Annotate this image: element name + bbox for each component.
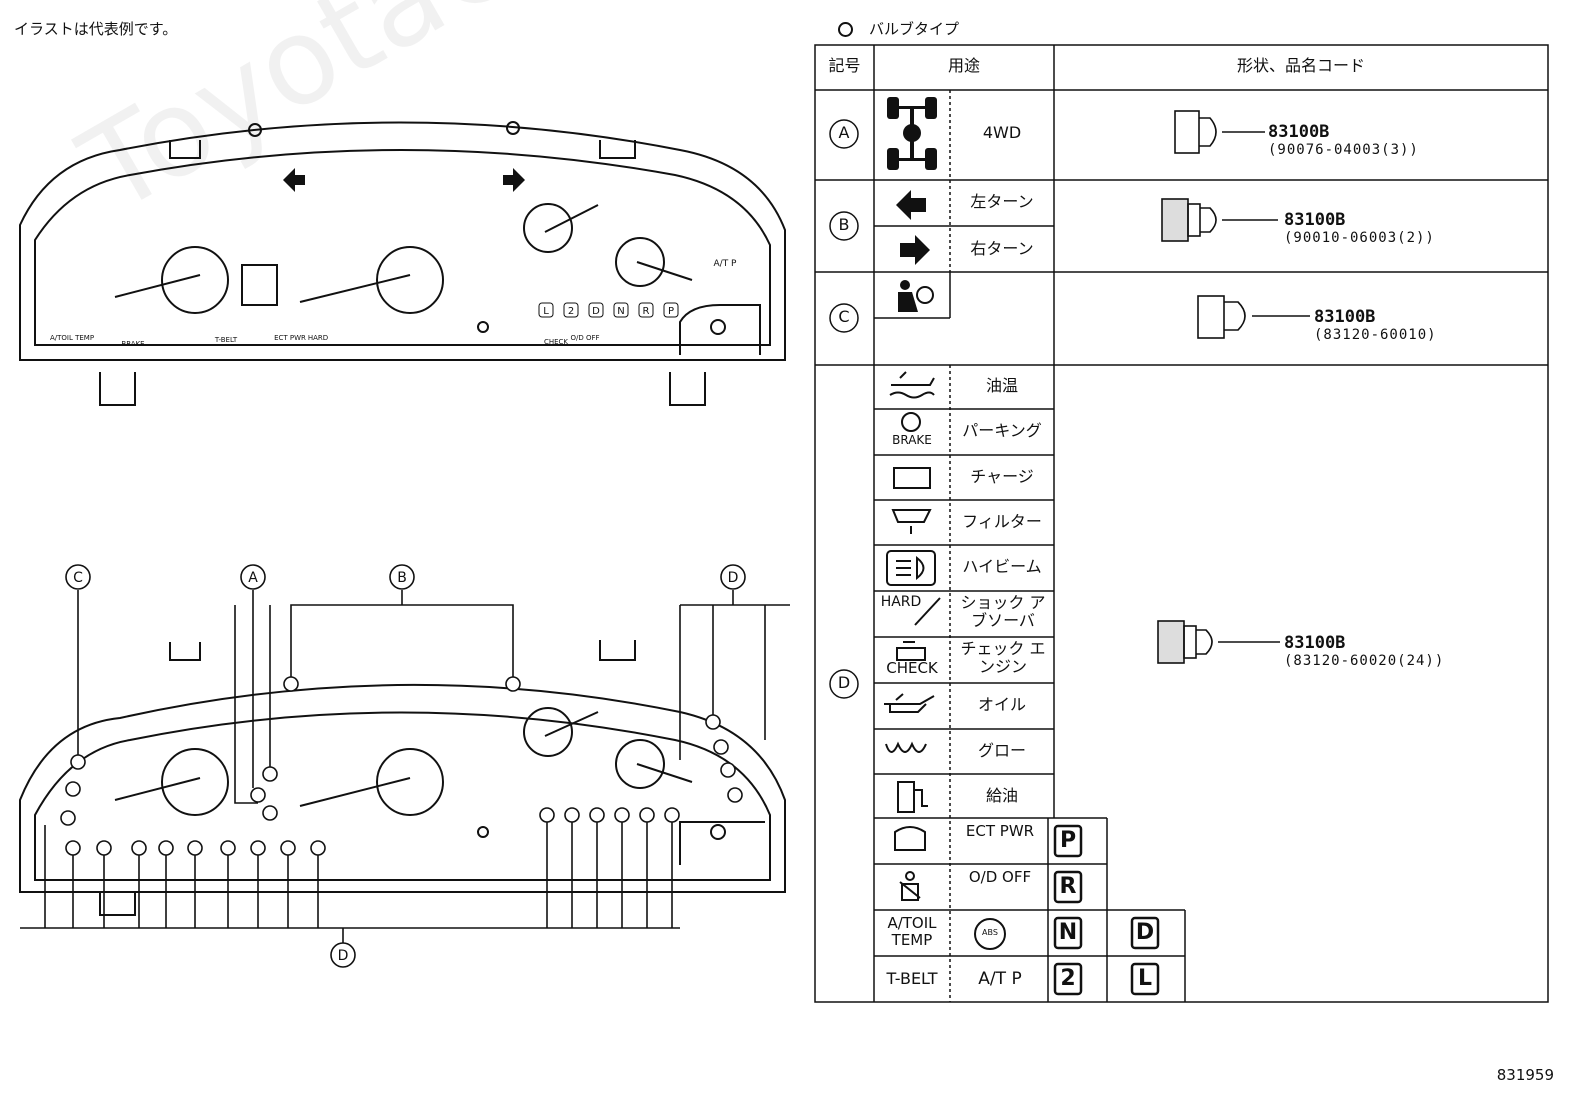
table-title: バルブタイプ [838,18,959,39]
part-code-b: 83100B(90010-06003(2)) [1284,210,1435,246]
leader-lines [20,590,790,943]
use-right-turn: 右ターン [970,239,1034,258]
bulb-a-icon [1174,110,1265,154]
brake-label: BRAKE [121,340,144,348]
od-off-label: O/D OFF [570,334,599,342]
bulb-b-icon [1161,198,1278,242]
ring-icon [838,22,853,37]
top-cluster-outline [19,121,786,361]
header-symbol: 記号 [828,56,861,75]
symbol-a: A [838,123,850,142]
t-belt-label: T-BELT [214,336,238,344]
cell-t-belt: T-BELT [886,969,938,988]
callout-D-bottom: D [338,948,349,964]
symbol-b: B [838,215,850,234]
use-parking: パーキング [962,421,1042,440]
gear-N: N [617,306,624,317]
hard-label: HARD [308,334,328,342]
diagram-number: 831959 [1496,1066,1554,1084]
header-part: 形状、品名コード [1236,56,1365,75]
symbol-c: C [838,307,850,326]
glow-plug-icon [885,741,927,753]
parking-brake-icon [901,412,921,432]
fuel-pump-icon [897,781,928,813]
check-engine-icon [896,641,926,661]
cell-od-off: O/D OFF [968,868,1032,886]
top-gauge-fuel [523,203,599,253]
top-gauge-temp [615,237,693,287]
header-use: 用途 [947,56,980,75]
icon-text-brake: BRAKE [892,433,932,447]
use-high-beam: ハイビーム [962,557,1042,576]
gear-n-cell: N [1058,920,1078,945]
cluster-diagram: L 2 D N R P A/T P A/TOIL TEMP BRAKE T-BE… [19,121,790,968]
gear-D: D [592,306,600,317]
callout-B: B [397,570,407,586]
callout-C: C [73,570,83,586]
left-turn-arrow [283,168,305,192]
gear-l-cell: L [1137,966,1153,991]
use-fuel: 給油 [985,786,1018,805]
gear-R: R [643,306,650,317]
seatbelt-icon [899,871,921,901]
gear-2: 2 [568,306,574,317]
left-turn-icon [896,190,926,220]
door-icon [894,826,926,851]
bulb-markers [60,676,743,856]
ect-pwr-label: ECT PWR [274,334,306,342]
right-turn-icon [900,235,930,265]
oil-temp-icon [889,371,935,399]
use-glow: グロー [977,741,1026,760]
top-gauge-speed [299,246,444,314]
atp-label: A/T P [714,259,738,269]
use-oil-temp: 油温 [985,376,1018,395]
gear-2-cell: 2 [1060,966,1076,991]
airbag-icon [898,280,934,312]
check-label: CHECK [544,338,568,346]
use-4wd: 4WD [982,123,1022,142]
icon-text-check: CHECK [886,659,938,677]
use-shock-absorber: ショック アブソーバ [960,593,1046,631]
cell-atp: A/T P [978,969,1022,989]
4wd-icon [887,97,937,170]
note: イラストは代表例です。 [14,20,178,38]
part-code-d: 83100B(83120-60020(24)) [1284,633,1445,669]
gear-r-cell: R [1059,874,1077,899]
part-code-a: 83100B(90076-04003(3)) [1268,122,1419,158]
callout-D-top: D [728,570,739,586]
use-check-engine: チェック エンジン [960,639,1046,677]
use-oil: オイル [977,695,1026,714]
gear-p-cell: P [1059,828,1077,853]
cell-at-oil-temp: A/TOIL TEMP [887,914,937,950]
filter-icon [891,509,932,534]
bulb-c-icon [1197,295,1310,339]
gear-d-cell: D [1135,920,1155,945]
icon-text-hard: HARD [880,594,922,610]
symbol-d: D [837,673,851,692]
cell-ect-pwr: ECT PWR [965,822,1035,840]
bottom-cluster-outline [19,683,786,893]
right-turn-arrow [503,168,525,192]
top-gauge-tach [114,246,229,314]
high-beam-icon [886,550,936,586]
at-oil-temp-label: A/TOIL TEMP [50,334,94,342]
use-filter: フィルター [962,512,1042,531]
bulb-d-icon [1157,620,1280,664]
gear-P: P [668,306,674,317]
icon-text-abs: ABS [982,928,998,937]
callout-A: A [248,570,258,586]
part-code-c: 83100B(83120-60010) [1314,307,1437,343]
use-left-turn: 左ターン [970,192,1034,211]
abs-icon [974,918,1006,950]
battery-icon [893,467,931,489]
gear-L: L [543,306,549,317]
oil-can-icon [884,693,935,713]
use-charge: チャージ [970,467,1034,486]
shock-absorber-icon [914,597,941,626]
